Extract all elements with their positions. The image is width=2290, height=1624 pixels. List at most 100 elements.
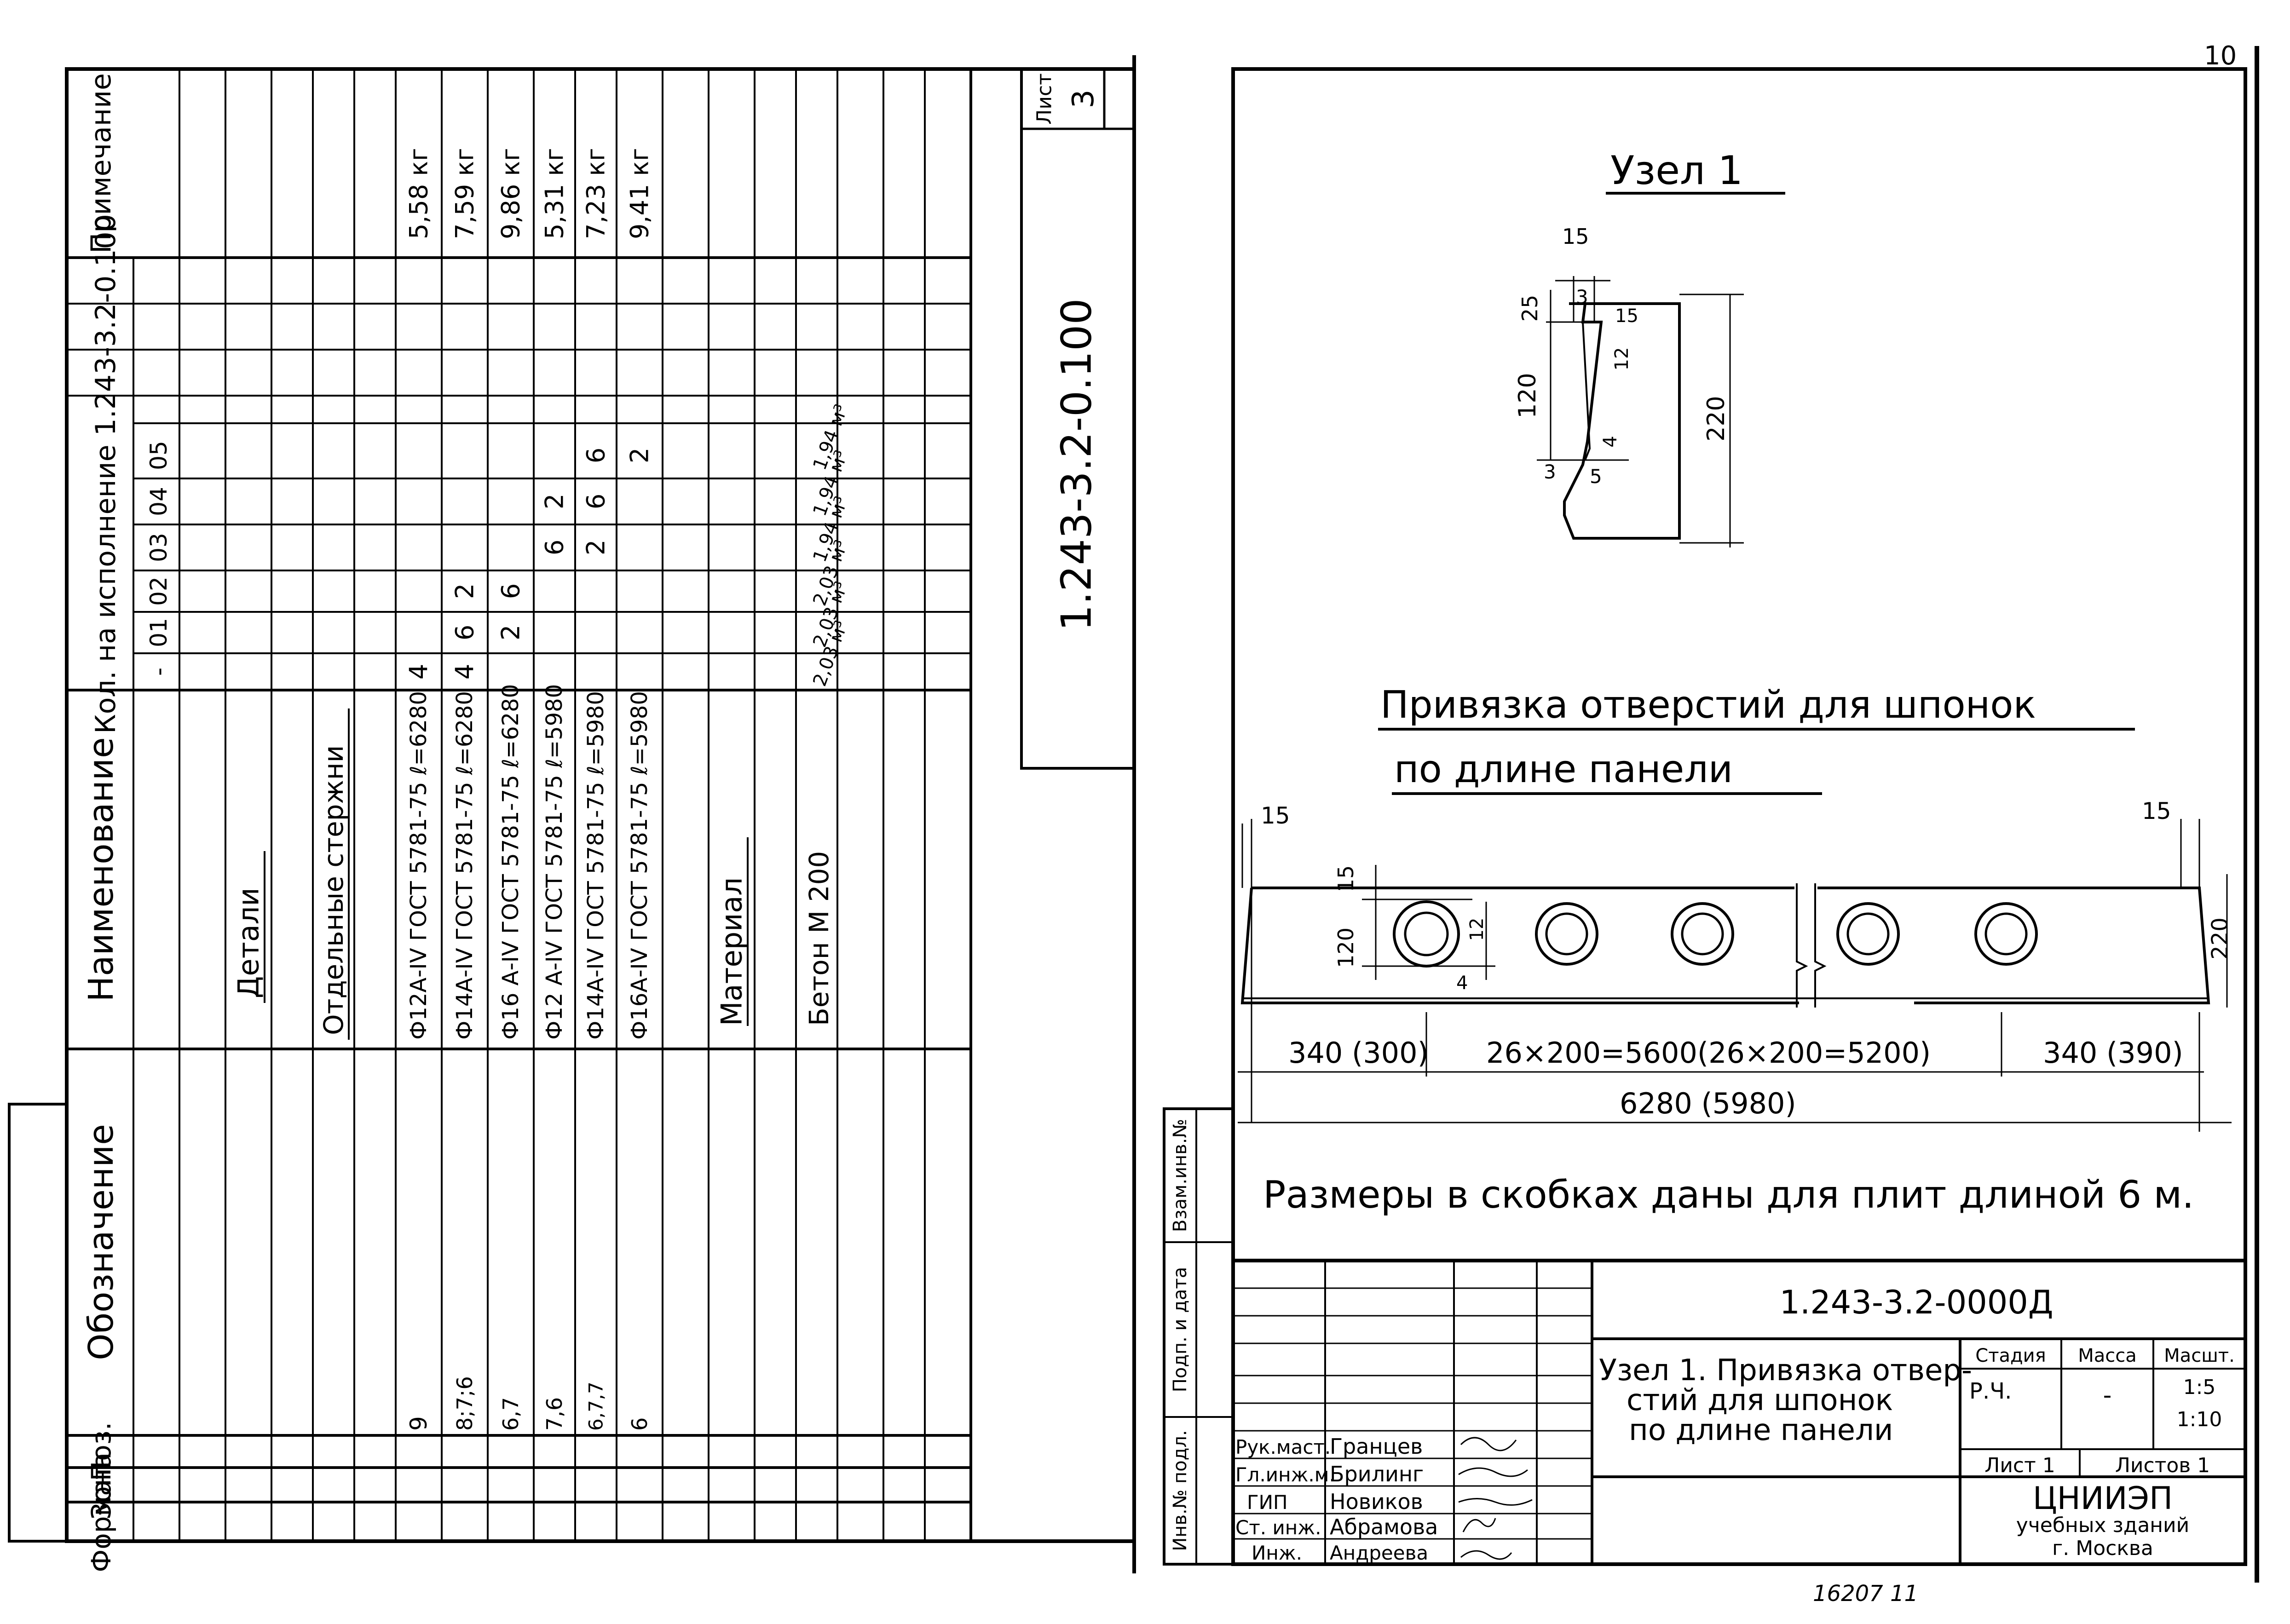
- mass-header: Масса: [2078, 1345, 2137, 1366]
- variant-4: 04: [145, 487, 172, 516]
- table-row: 7,6 Ф12 А-IV ГОСТ 5781-75 ℓ=5980 6 2 5,3…: [540, 148, 569, 1431]
- title-line: Узел 1. Привязка отвер-: [1599, 1353, 1972, 1388]
- stage-header: Стадия: [1975, 1345, 2046, 1366]
- org-sub: учебных зданий: [2016, 1514, 2190, 1537]
- sheet-value: Лист 1: [1984, 1454, 2055, 1477]
- left-doc-code: 1.243-3.2-0.100: [1053, 298, 1101, 631]
- person-role: ГИП: [1247, 1491, 1288, 1514]
- row-name: Ф12А-IV ГОСТ 5781-75 ℓ=6280: [406, 691, 432, 1040]
- panel-dim-right-span: 340 (390): [2043, 1036, 2183, 1070]
- row-note: 5,31 кг: [540, 148, 569, 239]
- left-sheet: Формат Зона Поз. Обозначение Наименовани…: [8, 55, 1136, 1573]
- title-block: 1.243-3.2-0000Д Узел 1. Привязка отвер- …: [1231, 1259, 2247, 1566]
- node-detail: 15 25 3 15 12 120 220 4 5 3: [1514, 224, 1744, 547]
- variant-5: 05: [145, 441, 172, 470]
- header-designation: Обозначение: [81, 1124, 121, 1360]
- row-lines: [133, 69, 926, 1541]
- row-note: 9,41 кг: [625, 148, 654, 239]
- table-row: 6,7,7 Ф14А-IV ГОСТ 5781-75 ℓ=5980 2 6 6 …: [582, 148, 611, 1431]
- org-city: г. Москва: [2052, 1537, 2153, 1560]
- row-note: 7,23 кг: [582, 148, 611, 239]
- table-bands: [67, 69, 972, 1541]
- panel-dim-mid-span: 26×200=5600(26×200=5200): [1486, 1036, 1931, 1070]
- spec-rows: 9 Ф12А-IV ГОСТ 5781-75 ℓ=6280 4 5,58 кг …: [404, 148, 654, 1431]
- node-dim: 120: [1514, 373, 1541, 418]
- section-material: Материал: [715, 877, 749, 1026]
- stamp-inv: Инв.№ подл.: [1170, 1430, 1191, 1551]
- row-qty: 6: [496, 583, 525, 599]
- row-name: Ф14А-IV ГОСТ 5781-75 ℓ=6280: [452, 691, 478, 1040]
- left-strip: [8, 1103, 67, 1543]
- variant-3: 03: [145, 533, 172, 562]
- page-number: 10: [2204, 41, 2237, 71]
- node-dim: 3: [1544, 461, 1556, 483]
- binding-title-2: по длине панели: [1394, 748, 1733, 791]
- stamp-sign: Подп. и дата: [1170, 1267, 1191, 1392]
- material-row: Бетон М 200 2,03 м³ 2,03 м³ 2,03 м³ 1,94…: [803, 402, 852, 1026]
- dimension-note: Размеры в скобках даны для плит длиной 6…: [1263, 1173, 2194, 1217]
- subsection-bars: Отдельные стержни: [318, 745, 349, 1035]
- title-doc-code: 1.243-3.2-0000Д: [1779, 1284, 2053, 1321]
- people-list: Рук.маст. Гранцев Гл.инж.м. Брилинг ГИП …: [1235, 1434, 1438, 1564]
- right-sheet: 10 Узел 1 15 25 3 15 12 120 220 4 5: [1163, 41, 2259, 1607]
- row-note: 5,58 кг: [404, 148, 433, 239]
- node-dim: 15: [1562, 224, 1589, 249]
- bottom-number: 16207 11: [1813, 1581, 1918, 1607]
- person-name: Брилинг: [1330, 1462, 1424, 1486]
- node-dim: 5: [1590, 465, 1602, 488]
- row-pos: 6,7,7: [585, 1382, 607, 1431]
- row-qty: 2: [540, 494, 569, 509]
- variant-2: 02: [145, 576, 172, 606]
- row-qty: 2: [582, 540, 611, 555]
- person-name: Новиков: [1330, 1489, 1423, 1514]
- sheets-value: Листов 1: [2115, 1454, 2210, 1477]
- panel-dim-right15: 15: [2142, 798, 2171, 824]
- row-pos: 9: [405, 1416, 432, 1431]
- header-note: Примечание: [85, 73, 117, 253]
- row-qty: 2: [496, 625, 525, 640]
- header-pos: Поз.: [86, 1422, 117, 1481]
- variant-0: -: [145, 668, 172, 676]
- shear-key-holes: [1393, 900, 2038, 967]
- panel-dim-left15: 15: [1261, 802, 1290, 829]
- binding-title-1: Привязка отверстий для шпонок: [1380, 683, 2036, 727]
- panel-dim-total: 6280 (5980): [1620, 1087, 1796, 1120]
- row-qty: 6: [540, 540, 569, 555]
- section-details: Детали: [232, 887, 265, 998]
- node-title: Узел 1: [1610, 148, 1743, 194]
- row-qty: 4: [404, 664, 433, 680]
- row-name: Ф16А-IV ГОСТ 5781-75 ℓ=5980: [627, 691, 652, 1040]
- sheet-label: Лист: [1033, 73, 1056, 125]
- qty-grid: [67, 303, 971, 654]
- person-name: Андреева: [1330, 1542, 1428, 1564]
- person-role: Инж.: [1252, 1542, 1302, 1564]
- person-name: Абрамова: [1330, 1515, 1438, 1539]
- node-dim: 15: [1615, 305, 1638, 327]
- row-qty: 6: [582, 448, 611, 463]
- header-qty: Кол. на исполнение 1.243-3.2-0.100: [90, 214, 122, 734]
- table-row: 9 Ф12А-IV ГОСТ 5781-75 ℓ=6280 4 5,58 кг: [404, 148, 433, 1431]
- row-note: 9,86 кг: [496, 148, 525, 239]
- panel-dim-left-span: 340 (300): [1288, 1036, 1429, 1070]
- org-name: ЦНИИЭП: [2033, 1480, 2173, 1517]
- row-pos: 6: [627, 1417, 652, 1431]
- person-name: Гранцев: [1330, 1434, 1423, 1459]
- row-qty: 4: [450, 664, 479, 680]
- person-role: Ст. инж.: [1235, 1516, 1321, 1539]
- table-row: 6,7 Ф16 А-IV ГОСТ 5781-75 ℓ=6280 2 6 9,8…: [496, 148, 525, 1431]
- title-line: стий для шпонок: [1627, 1383, 1893, 1417]
- title-line: по длине панели: [1629, 1413, 1893, 1447]
- scale-value: 1:5: [2183, 1376, 2216, 1399]
- node-dim: 220: [1702, 396, 1730, 441]
- table-row: 8;7;6 Ф14А-IV ГОСТ 5781-75 ℓ=6280 4 6 2 …: [450, 148, 479, 1431]
- header-zone: Зона: [86, 1452, 117, 1520]
- node-dim: 12: [1611, 347, 1632, 371]
- variant-1: 01: [145, 618, 172, 647]
- signatures: [1458, 1437, 1533, 1560]
- row-qty: 6: [450, 625, 479, 640]
- row-pos: 8;7;6: [452, 1376, 477, 1431]
- person-role: Гл.инж.м.: [1235, 1463, 1335, 1486]
- code-box: [1020, 69, 1134, 770]
- side-stamp: Взам.инв.№ Подп. и дата Инв.№ подл.: [1163, 1107, 1234, 1566]
